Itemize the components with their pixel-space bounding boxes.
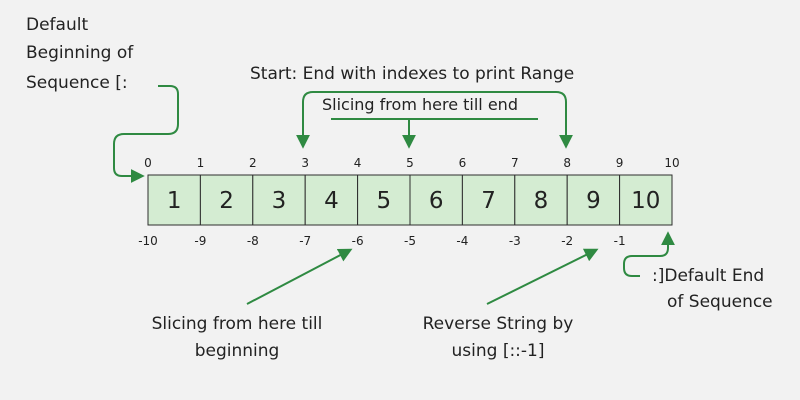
positive-index-label: 6	[459, 156, 467, 170]
negative-index-label: -7	[299, 234, 311, 248]
default-beginning-line2: Beginning of	[26, 43, 134, 63]
negative-index-row: -10 -9 -8 -7 -6 -5 -4 -3 -2 -1	[138, 234, 625, 248]
sequence-cell-value: 5	[376, 188, 391, 214]
slicing-till-beginning-line1: Slicing from here till	[151, 314, 323, 334]
negative-index-label: -3	[509, 234, 521, 248]
slicing-till-end-label: Slicing from here till end	[322, 95, 518, 114]
slicing-till-beginning-line2: beginning	[194, 341, 280, 361]
start-end-range-label: Start: End with indexes to print Range	[250, 64, 575, 84]
sequence-cell	[514, 174, 568, 226]
sequence-cell-value: 10	[631, 188, 660, 214]
negative-index-label: -2	[561, 234, 573, 248]
default-beginning-arrow	[113, 85, 179, 183]
sequence-cell-value: 1	[167, 188, 182, 214]
positive-index-label: 5	[406, 156, 414, 170]
sequence-cell-value: 7	[481, 188, 496, 214]
sequence-cell	[357, 174, 411, 226]
reverse-string-line1: Reverse String by	[422, 314, 574, 334]
default-beginning-line1: Default	[26, 15, 89, 35]
sequence-cell-value: 9	[586, 188, 601, 214]
positive-index-label: 2	[249, 156, 257, 170]
negative-index-label: -5	[404, 234, 416, 248]
positive-index-label: 8	[563, 156, 571, 170]
sequence-cell	[566, 174, 621, 226]
negative-index-label: -4	[456, 234, 468, 248]
sequence-cells: 1 2 3 4 5 6 7 8 9 10	[147, 174, 673, 226]
default-end-arrow	[623, 231, 675, 277]
sequence-cell-value: 4	[324, 188, 339, 214]
sequence-cell	[461, 174, 516, 226]
sequence-cell-value: 6	[429, 188, 444, 214]
positive-index-label: 0	[144, 156, 152, 170]
default-end-line1: :]Default End	[652, 266, 765, 286]
negative-index-label: -8	[247, 234, 259, 248]
negative-index-label: -10	[138, 234, 158, 248]
positive-index-label: 10	[664, 156, 679, 170]
sequence-cell	[252, 174, 306, 226]
positive-index-label: 4	[354, 156, 362, 170]
sequence-cell	[147, 174, 201, 226]
positive-index-row: 0 1 2 3 4 5 6 7 8 9 10	[144, 156, 679, 170]
sequence-cell	[619, 174, 673, 226]
positive-index-label: 9	[616, 156, 624, 170]
positive-index-label: 1	[197, 156, 205, 170]
positive-index-label: 7	[511, 156, 519, 170]
default-end-line2: of Sequence	[667, 292, 773, 312]
reverse-string-arrow	[486, 248, 599, 305]
default-beginning-line3: Sequence [:	[26, 73, 128, 93]
sequence-cell	[199, 174, 254, 226]
sequence-cell-value: 8	[534, 188, 549, 214]
negative-index-label: -1	[614, 234, 626, 248]
negative-index-label: -9	[194, 234, 206, 248]
negative-index-label: -6	[352, 234, 364, 248]
slicing-till-beginning-arrow	[246, 248, 353, 305]
sequence-cell-value: 3	[272, 188, 287, 214]
positive-index-label: 3	[301, 156, 309, 170]
reverse-string-line2: using [::-1]	[451, 341, 545, 361]
sequence-cell-value: 2	[219, 188, 234, 214]
start-end-range-arrow	[296, 91, 573, 149]
